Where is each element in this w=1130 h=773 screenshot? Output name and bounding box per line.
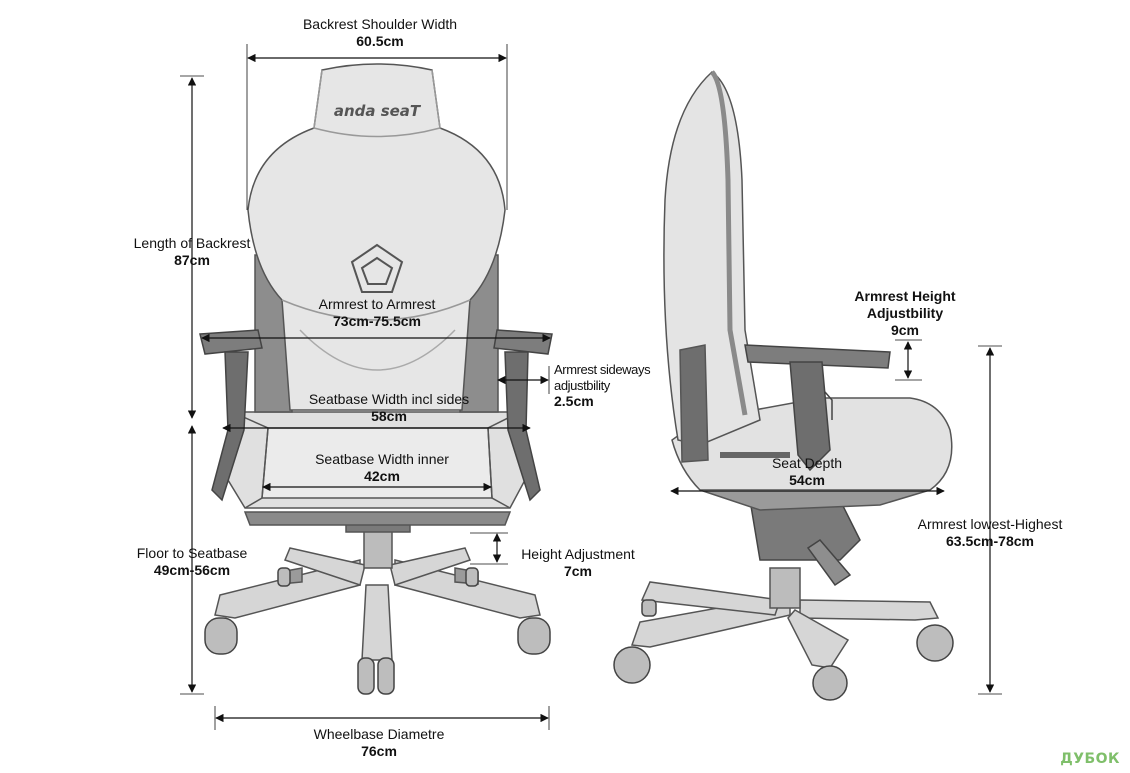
front-backrest bbox=[247, 63, 506, 413]
label-title: Armrest to Armrest bbox=[318, 296, 436, 312]
label-value: 60.5cm bbox=[356, 32, 404, 49]
side-casters bbox=[613, 599, 954, 701]
label-title: Armrest Height bbox=[854, 288, 956, 304]
label-value: 9cm bbox=[890, 321, 920, 338]
brand-watermark: ДУБОК bbox=[1060, 751, 1120, 767]
label-wheelbase: Wheelbase Diametre 76cm bbox=[314, 726, 445, 760]
label-value: 54cm bbox=[789, 471, 825, 488]
front-casters bbox=[204, 567, 551, 695]
label-title-line2: adjustbility bbox=[554, 377, 610, 393]
label-title-line2: Adjustbility bbox=[866, 304, 944, 321]
label-value: 63.5cm-78cm bbox=[946, 532, 1034, 549]
label-title: Length of Backrest bbox=[133, 235, 251, 251]
label-value: 73cm-75.5cm bbox=[333, 312, 421, 329]
label-height-adjust: Height Adjustment 7cm bbox=[521, 546, 635, 580]
side-backrest bbox=[663, 70, 761, 463]
backrest-logo: anda seaT bbox=[334, 102, 422, 120]
side-wheelbase bbox=[630, 567, 940, 669]
label-armrest-to-armrest: Armrest to Armrest 73cm-75.5cm bbox=[319, 296, 436, 330]
side-mechanism bbox=[749, 499, 861, 587]
label-seatbase-sides: Seatbase Width incl sides 58cm bbox=[309, 391, 469, 425]
label-title: Seatbase Width inner bbox=[315, 451, 449, 467]
label-value: 76cm bbox=[361, 742, 397, 759]
label-value: 2.5cm bbox=[554, 393, 594, 410]
label-value: 42cm bbox=[364, 467, 400, 484]
label-title: Backrest Shoulder Width bbox=[302, 16, 458, 32]
label-value: 49cm-56cm bbox=[153, 561, 231, 578]
label-backrest-length: Length of Backrest 87cm bbox=[134, 235, 251, 269]
backrest-emblem-icon bbox=[350, 243, 404, 293]
label-seat-depth: Seat Depth 54cm bbox=[772, 455, 842, 489]
label-title: Height Adjustment bbox=[521, 546, 635, 562]
side-chair-illustration bbox=[613, 70, 954, 701]
label-armrest-range: Armrest lowest-Highest 63.5cm-78cm bbox=[918, 516, 1063, 550]
label-value: 87cm bbox=[174, 251, 210, 268]
label-value: 58cm bbox=[371, 407, 407, 424]
label-backrest-shoulder: Backrest Shoulder Width 60.5cm bbox=[303, 16, 457, 50]
label-armrest-height: Armrest Height Adjustbility 9cm bbox=[854, 288, 955, 338]
front-chair-illustration: anda seaT bbox=[199, 63, 553, 695]
label-title: Armrest sideways bbox=[554, 362, 651, 377]
label-floor-seatbase: Floor to Seatbase 49cm-56cm bbox=[137, 545, 248, 579]
label-title: Armrest lowest-Highest bbox=[917, 516, 1063, 532]
label-value: 7cm bbox=[563, 562, 593, 579]
label-armrest-sideways: Armrest sideways adjustbility 2.5cm bbox=[554, 362, 651, 410]
label-title: Seat Depth bbox=[771, 455, 843, 471]
side-armrest bbox=[744, 344, 891, 472]
dimension-lines bbox=[180, 44, 1002, 730]
label-title: Wheelbase Diametre bbox=[313, 726, 445, 742]
label-title: Floor to Seatbase bbox=[136, 545, 248, 561]
label-title: Seatbase Width incl sides bbox=[308, 391, 470, 407]
label-seatbase-inner: Seatbase Width inner 42cm bbox=[315, 451, 449, 485]
